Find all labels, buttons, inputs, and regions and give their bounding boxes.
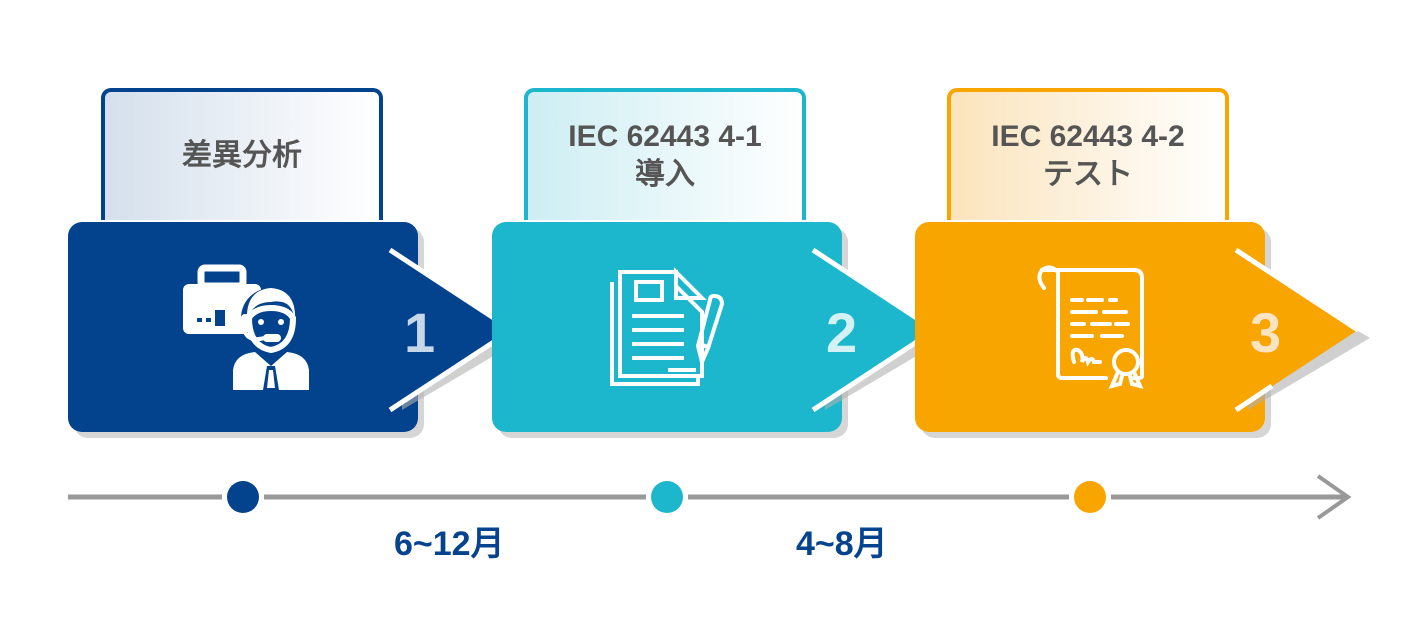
document-pen-icon bbox=[610, 267, 725, 386]
period-label-2: 4~8月 bbox=[796, 525, 888, 563]
step-2-label-box: IEC 62443 4-1 導入 bbox=[524, 88, 806, 220]
timeline-dot-2 bbox=[651, 481, 683, 513]
period-label-1: 6~12月 bbox=[394, 525, 505, 563]
step-3-label-box: IEC 62443 4-2 テスト bbox=[947, 88, 1229, 220]
step-1-title: 差異分析 bbox=[182, 139, 302, 172]
timeline-dot-3 bbox=[1074, 481, 1106, 513]
step-3-card bbox=[915, 222, 1265, 432]
step-3-number: 3 bbox=[1250, 301, 1282, 364]
timeline-dot-1 bbox=[227, 481, 259, 513]
consultant-briefcase-icon bbox=[183, 264, 309, 390]
step-3-arrow-icon bbox=[1234, 247, 1370, 413]
step-1-label-box: 差異分析 bbox=[101, 88, 383, 220]
step-1-number: 1 bbox=[404, 301, 436, 364]
certificate-icon bbox=[1037, 265, 1144, 389]
step-2-card bbox=[492, 222, 842, 432]
step-2-title: IEC 62443 4-1 導入 bbox=[568, 120, 762, 191]
step-2-number: 2 bbox=[826, 301, 858, 364]
step-3-title: IEC 62443 4-2 テスト bbox=[991, 120, 1185, 191]
